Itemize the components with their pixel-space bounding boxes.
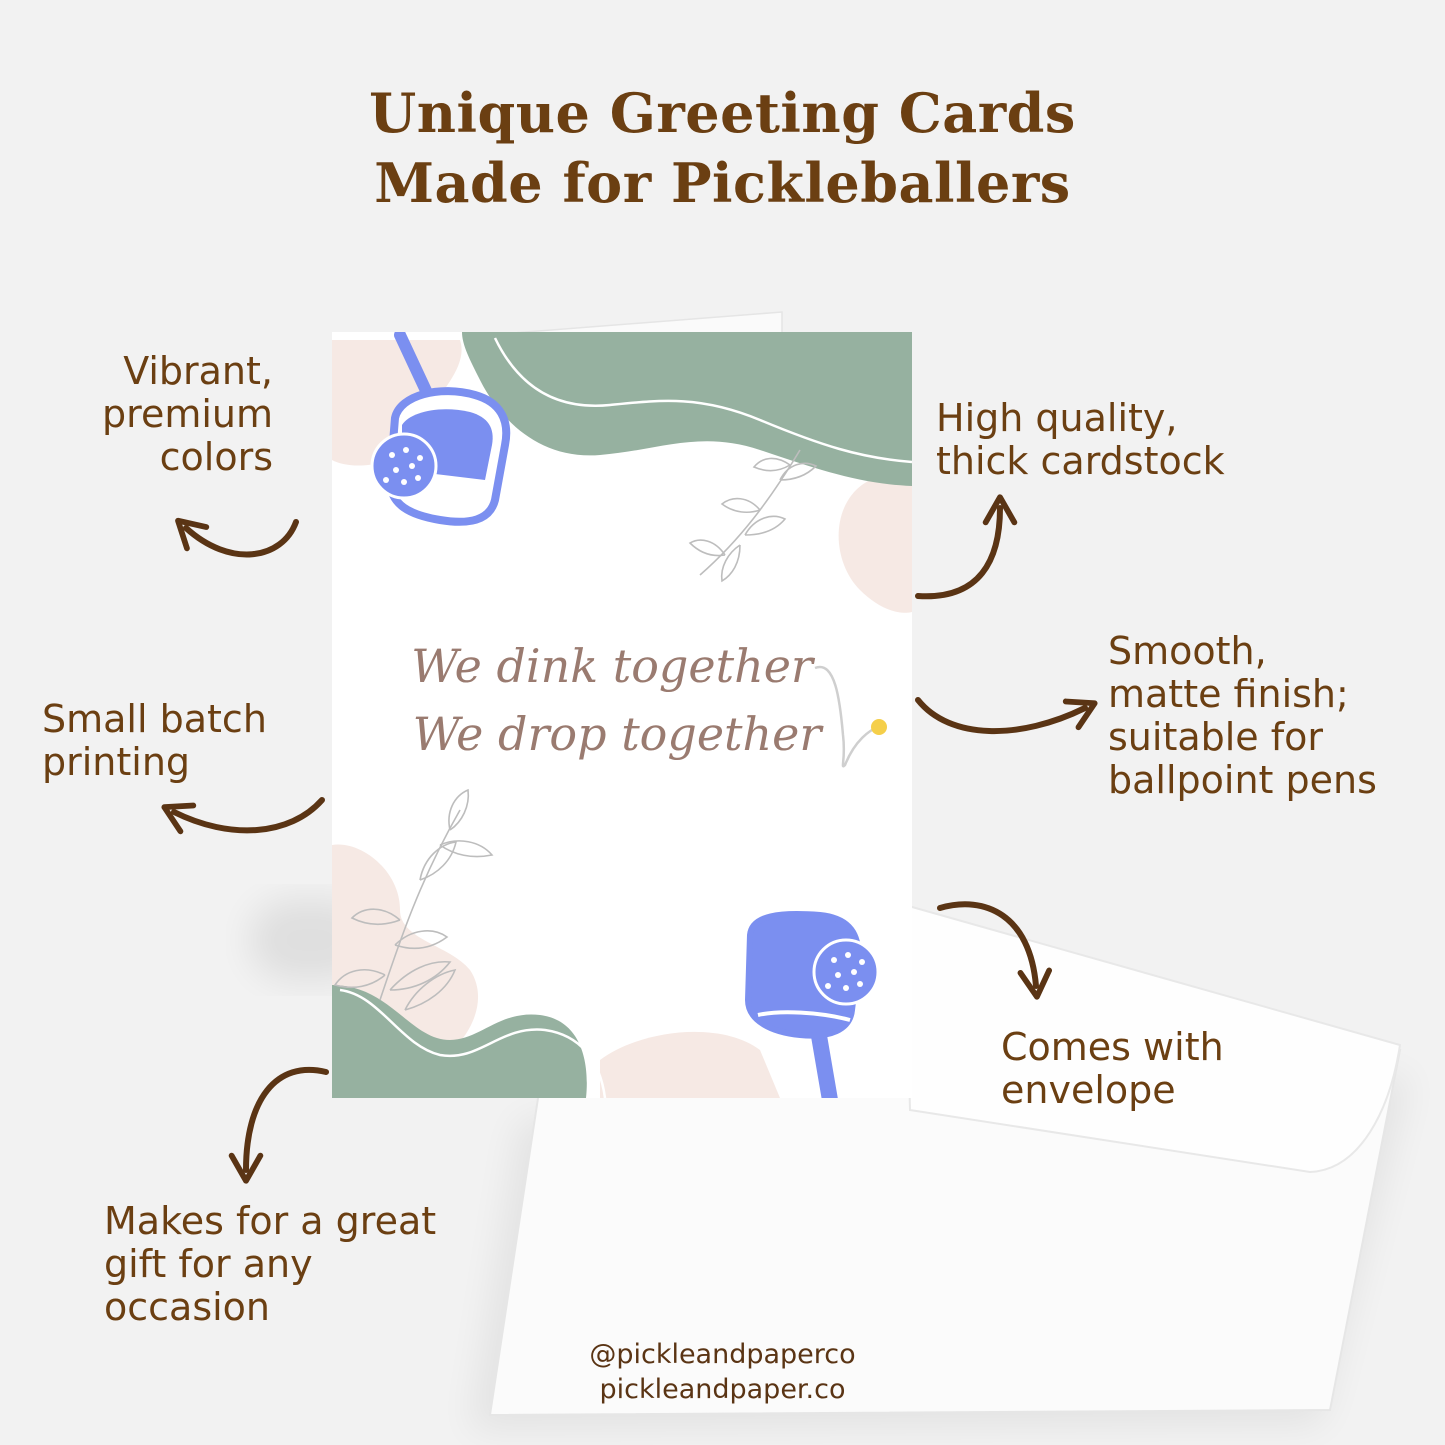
- leaf-sprig-icon: [333, 788, 494, 1011]
- feature-finish: Smooth, matte finish; suitable for ballp…: [1108, 629, 1377, 802]
- curved-arrow-icon: [228, 1066, 329, 1184]
- feature-colors: Vibrant, premium colors: [102, 349, 273, 479]
- curved-arrow-icon: [937, 901, 1053, 1000]
- pickleball-icon: [871, 719, 887, 735]
- feature-cardstock: High quality, thick cardstock: [936, 396, 1225, 483]
- social-handle: @pickleandpaperco: [589, 1339, 856, 1370]
- feature-envelope: Comes with envelope: [1001, 1025, 1224, 1112]
- curved-arrow-icon: [915, 697, 1098, 734]
- pickleball-paddle-icon: [370, 332, 511, 526]
- card-message-line-1: We dink together: [411, 639, 816, 693]
- feature-batch: Small batch printing: [42, 697, 267, 784]
- card-message-line-2: We drop together: [413, 707, 825, 761]
- greeting-card: We dink together We drop together: [332, 332, 912, 1098]
- website-url: pickleandpaper.co: [599, 1374, 846, 1405]
- curved-arrow-icon: [175, 517, 299, 558]
- page-title: Unique Greeting Cards Made for Picklebal…: [0, 78, 1445, 218]
- leaf-sprig-icon: [688, 449, 818, 583]
- pickleball-paddle-icon: [744, 911, 880, 1098]
- feature-gift: Makes for a great gift for any occasion: [104, 1199, 437, 1329]
- title-line-1: Unique Greeting Cards: [369, 81, 1076, 145]
- title-line-2: Made for Pickleballers: [374, 151, 1071, 215]
- pickleball-icon: [825, 952, 865, 991]
- pickleball-icon: [383, 447, 423, 485]
- curved-arrow-icon: [161, 797, 325, 835]
- envelope: [470, 903, 1410, 1430]
- callout-arrows: [161, 494, 1098, 1184]
- curved-arrow-icon: [915, 494, 1018, 600]
